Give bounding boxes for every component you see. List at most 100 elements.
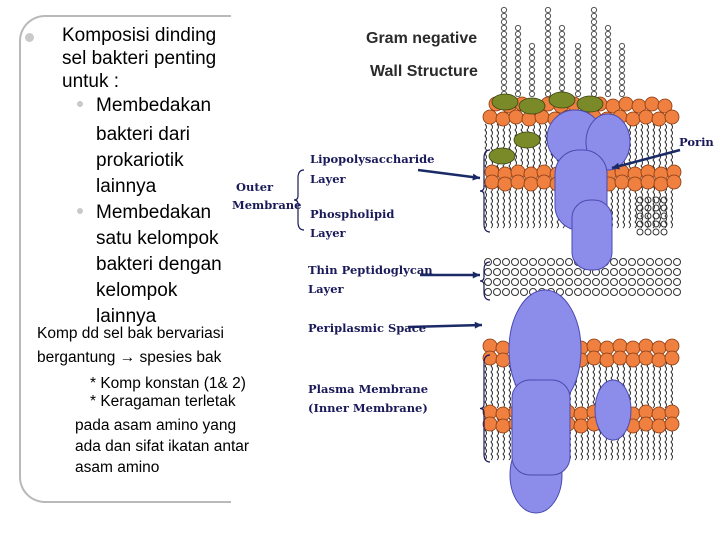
peptidoglycan-unit — [556, 278, 564, 286]
lipid-tail — [496, 359, 499, 409]
arrow-line — [611, 148, 681, 170]
peptidoglycan-unit — [484, 288, 492, 296]
phospholipid-head — [510, 174, 526, 190]
lipid-tail — [586, 359, 589, 409]
phospholipid-head — [664, 350, 680, 366]
bracket — [293, 169, 305, 231]
peptidoglycan-unit — [601, 278, 609, 286]
peptidoglycan-unit — [646, 268, 654, 276]
footer-line-4: * Keragaman terletak — [90, 393, 236, 410]
lps-bead — [590, 78, 598, 86]
lps-bead — [590, 42, 598, 50]
phospholipid-head — [482, 416, 498, 432]
lps-core — [518, 97, 546, 115]
lipid-tail — [484, 359, 487, 409]
lps-bead — [528, 72, 536, 80]
lps-core — [513, 131, 541, 149]
lipid-tail — [514, 123, 517, 173]
phospholipid-head — [573, 418, 589, 434]
lps-bead — [500, 48, 508, 56]
lps-bead — [558, 48, 566, 56]
phospholipid-head — [599, 352, 615, 368]
bullet1-line-1: Membedakan — [96, 95, 212, 116]
lps-bead — [528, 84, 536, 92]
lps-bead — [558, 30, 566, 38]
lipid-tail — [640, 123, 643, 173]
label-porin: Porin — [679, 135, 714, 149]
lps-bead — [528, 66, 536, 74]
bracket — [479, 354, 491, 463]
lps-bead — [558, 72, 566, 80]
phospholipid-head — [664, 416, 680, 432]
lipid-tail — [670, 359, 673, 409]
lps-bead — [500, 66, 508, 74]
lps-bead — [500, 30, 508, 38]
peptidoglycan-unit — [636, 228, 644, 236]
peptidoglycan-unit — [592, 278, 600, 286]
bullet-dot — [25, 33, 34, 42]
lipid-tail — [496, 123, 499, 173]
phospholipid-head — [644, 96, 660, 112]
label-outer-membrane-1: Outer — [236, 180, 274, 194]
phospholipid-head — [653, 176, 669, 192]
heading-line-3: untuk : — [62, 71, 120, 92]
phospholipid-head — [640, 174, 656, 190]
lps-bead — [558, 36, 566, 44]
lps-bead — [590, 72, 598, 80]
bracket — [479, 149, 491, 233]
lipid-tail — [592, 359, 595, 409]
label-periplasmic: Periplasmic Space — [308, 321, 427, 335]
lipid-tail — [646, 359, 649, 409]
peptidoglycan-unit — [660, 220, 668, 228]
phospholipid-head — [657, 98, 673, 114]
lipid-tail — [658, 123, 661, 173]
phospholipid-head — [586, 350, 602, 366]
peptidoglycan-unit — [673, 258, 681, 266]
lps-bead — [544, 48, 552, 56]
diagram-title-line-2: Wall Structure — [370, 63, 478, 80]
peptidoglycan-unit — [619, 288, 627, 296]
lps-bead — [544, 72, 552, 80]
lps-bead — [618, 54, 626, 62]
bullet1-line-3: prokariotik — [96, 150, 184, 171]
peptidoglycan-unit — [547, 268, 555, 276]
lps-bead — [604, 42, 612, 50]
lps-bead — [574, 78, 582, 86]
lps-bead — [590, 12, 598, 20]
peptidoglycan-unit — [520, 268, 528, 276]
peptidoglycan-unit — [511, 278, 519, 286]
lps-bead — [604, 48, 612, 56]
lps-bead — [590, 84, 598, 92]
label-peptidoglycan-1: Thin Peptidoglycan — [308, 263, 433, 277]
phospholipid-head — [614, 174, 630, 190]
lps-bead — [514, 42, 522, 50]
peptidoglycan-unit — [502, 278, 510, 286]
diagram-title-line-1: Gram negative — [366, 30, 478, 47]
lipid-tail — [502, 359, 505, 409]
peptidoglycan-unit — [628, 288, 636, 296]
lps-bead — [604, 90, 612, 98]
phospholipid-head — [612, 350, 628, 366]
phospholipid-head — [664, 109, 680, 125]
phospholipid-head — [625, 352, 641, 368]
inner-protein — [594, 379, 632, 441]
lps-bead — [500, 78, 508, 86]
peptidoglycan-unit — [610, 278, 618, 286]
lipid-tail — [484, 123, 487, 173]
lps-bead — [528, 54, 536, 62]
lipid-tail — [640, 359, 643, 409]
phospholipid-head — [482, 109, 498, 125]
peptidoglycan-unit — [547, 258, 555, 266]
peptidoglycan-unit — [493, 278, 501, 286]
lps-bead — [574, 42, 582, 50]
lps-bead — [500, 12, 508, 20]
lps-bead — [590, 48, 598, 56]
membrane-proteins — [508, 109, 632, 514]
lps-bead — [574, 66, 582, 74]
lps-bead — [500, 6, 508, 14]
peptidoglycan-unit — [673, 288, 681, 296]
peptidoglycan-unit — [644, 228, 652, 236]
peptidoglycan-unit — [660, 212, 668, 220]
label-plasma-2: (Inner Membrane) — [308, 401, 428, 415]
bullet1-line-4: lainnya — [96, 176, 157, 197]
